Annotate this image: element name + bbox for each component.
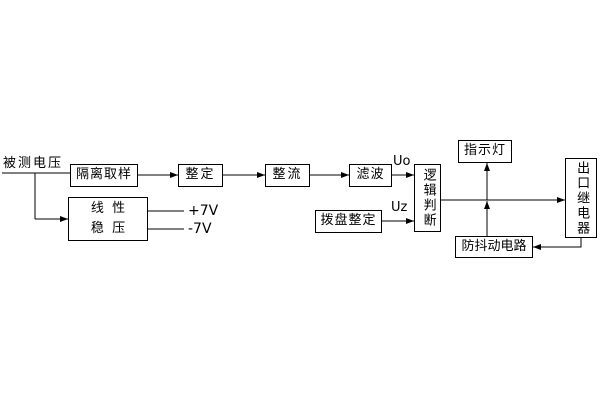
measured-voltage-label: 被测电压 [3,156,64,171]
block-logic-judgment: 逻辑判断 [414,164,441,232]
block-dial-setting: 拨盘整定 [315,210,382,233]
block-setting: 整定 [178,164,223,187]
minus-7v-label: -7V [188,221,212,237]
block-anti-jitter-circuit: 防抖动电路 [455,236,533,258]
linear-regulator-line1: 线 性 [90,200,126,216]
uo-signal-label: Uo [393,154,411,169]
plus-7v-label: +7V [188,203,219,219]
block-output-relay: 出口继电器 [565,158,597,238]
block-isolation-sampling: 隔离取样 [70,164,138,187]
block-filter: 滤波 [349,164,392,187]
linear-regulator-line2: 稳 压 [90,221,126,236]
block-indicator-light: 指示灯 [458,140,512,163]
arrow-relay-to-antijitter [533,238,582,250]
uz-signal-label: Uz [391,200,408,215]
block-linear-regulator: 线 性 稳 压 [68,197,148,241]
block-rectifier: 整流 [265,164,310,187]
